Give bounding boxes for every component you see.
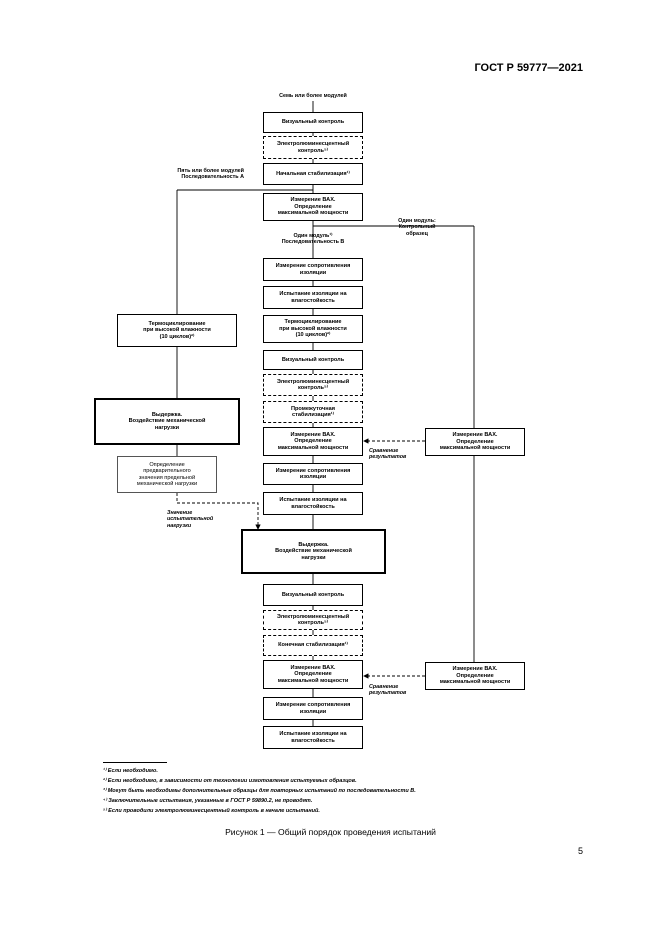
footnote-5: ⁵⁾ Если проводили электролюминесцентный … <box>103 808 320 814</box>
insulation-resistance-box-2: Измерение сопротивления изоляции <box>263 463 363 485</box>
control-sample-label: Один модуль: Контрольный образец <box>398 218 436 237</box>
control-iv-measurement-box-2: Измерение ВАХ. Определение максимальной … <box>425 662 525 690</box>
seq-a-humidity-freeze-box: Термоциклирование при высокой влажности … <box>117 314 237 347</box>
document-code: ГОСТ Р 59777—2021 <box>474 62 583 74</box>
iv-measurement-box: Измерение ВАХ. Определение максимальной … <box>263 193 363 221</box>
footnote-rule <box>103 762 167 763</box>
intermediate-stabilization-box: Промежуточная стабилизация¹⁾ <box>263 401 363 423</box>
page-number: 5 <box>577 846 583 856</box>
top-label: Семь или более модулей <box>279 93 347 99</box>
wet-insulation-test-box-3: Испытание изоляции на влагостойкость <box>263 726 363 749</box>
electroluminescence-box-2: Электролюминесцентный контроль⁵⁾ <box>263 374 363 396</box>
compare-results-label-2: Сравнение результатов <box>369 684 407 697</box>
wet-insulation-test-box-2: Испытание изоляции на влагостойкость <box>263 492 363 515</box>
test-load-label: Значение испытательной нагрузки <box>167 510 214 529</box>
electroluminescence-box-3: Электролюминесцентный контроль⁵⁾ <box>263 610 363 630</box>
figure-caption: Рисунок 1 — Общий порядок проведения исп… <box>225 827 436 837</box>
control-iv-measurement-box: Измерение ВАХ. Определение максимальной … <box>425 428 525 456</box>
initial-stabilization-box: Начальная стабилизация¹⁾ <box>263 163 363 185</box>
wet-insulation-test-box: Испытание изоляции на влагостойкость <box>263 286 363 309</box>
insulation-resistance-box: Измерение сопротивления изоляции <box>263 258 363 281</box>
electroluminescence-box: Электролюминесцентный контроль⁵⁾ <box>263 136 363 159</box>
footnote-4: ⁴⁾ Заключительные испытания, указанные в… <box>103 798 313 804</box>
visual-inspection-box-3: Визуальный контроль <box>263 584 363 606</box>
seq-a-preliminary-load-box: Определение предварительного значения пр… <box>117 456 217 493</box>
insulation-resistance-box-3: Измерение сопротивления изоляции <box>263 697 363 720</box>
mechanical-load-box: Выдержка. Воздействие механической нагру… <box>241 529 386 574</box>
compare-results-label-1: Сравнение результатов <box>369 448 407 461</box>
sequence-a-label: Пять или более модулей Последовательност… <box>177 168 244 181</box>
humidity-freeze-box: Термоциклирование при высокой влажности … <box>263 315 363 343</box>
iv-measurement-box-2: Измерение ВАХ. Определение максимальной … <box>263 427 363 456</box>
visual-inspection-box: Визуальный контроль <box>263 112 363 133</box>
sequence-b-label: Один модуль¹⁾ Последовательность В <box>281 233 345 246</box>
footnote-2: ²⁾ Если необходимо, в зависимости от тех… <box>103 778 357 784</box>
footnote-3: ³⁾ Могут быть необходимы дополнительные … <box>103 788 416 794</box>
seq-a-mechanical-load-box: Выдержка. Воздействие механической нагру… <box>94 398 240 445</box>
final-stabilization-box: Конечная стабилизация¹⁾ <box>263 635 363 656</box>
visual-inspection-box-2: Визуальный контроль <box>263 350 363 370</box>
footnote-1: ¹⁾ Если необходимо. <box>103 768 158 774</box>
iv-measurement-box-3: Измерение ВАХ. Определение максимальной … <box>263 660 363 689</box>
